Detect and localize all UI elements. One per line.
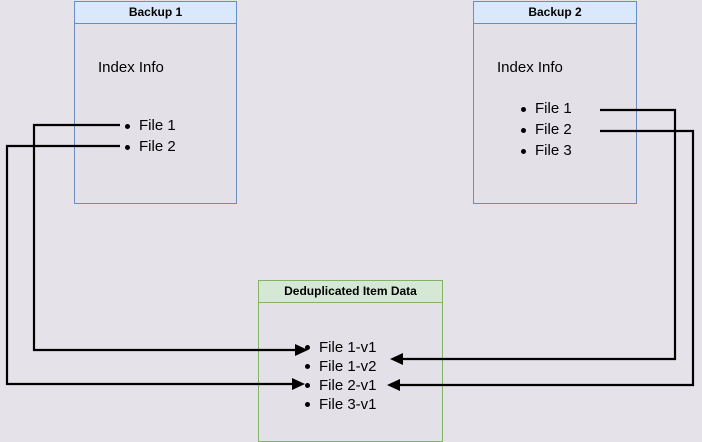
deduplicated-item-data-title: Deduplicated Item Data	[284, 284, 417, 298]
list-item: File 2	[122, 136, 176, 157]
list-item: File 1	[518, 98, 572, 119]
list-item: File 1-v1	[302, 338, 377, 357]
backup-1-file-list: File 1 File 2	[122, 115, 176, 157]
backup-1-index-info-label: Index Info	[98, 59, 164, 76]
list-item: File 2	[518, 119, 572, 140]
list-item: File 1	[122, 115, 176, 136]
deduplicated-item-list: File 1-v1 File 1-v2 File 2-v1 File 3-v1	[302, 338, 377, 414]
backup-2-header: Backup 2	[474, 2, 636, 24]
backup-2-title: Backup 2	[528, 5, 582, 19]
backup-2-index-info-label: Index Info	[497, 59, 563, 76]
backup-1-box[interactable]: Backup 1	[74, 1, 237, 204]
list-item: File 3	[518, 140, 572, 161]
backup-1-title: Backup 1	[128, 5, 183, 19]
backup-1-header: Backup 1	[75, 2, 236, 24]
backup-2-file-list: File 1 File 2 File 3	[518, 98, 572, 161]
list-item: File 2-v1	[302, 376, 377, 395]
list-item: File 3-v1	[302, 395, 377, 414]
list-item: File 1-v2	[302, 357, 377, 376]
deduplicated-item-data-header: Deduplicated Item Data	[259, 281, 442, 303]
